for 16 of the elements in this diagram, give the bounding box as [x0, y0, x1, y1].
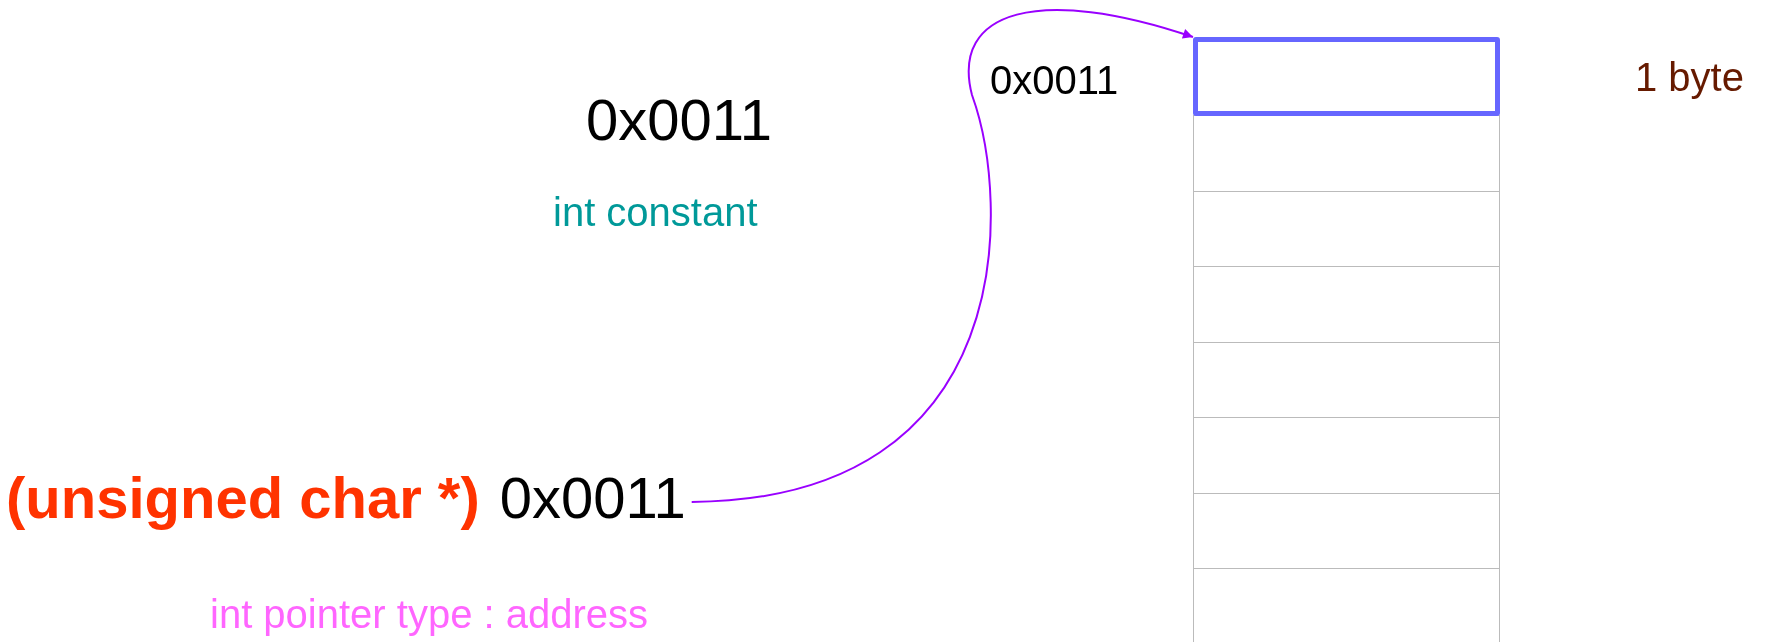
memory-cell	[1193, 342, 1500, 418]
type-note: int pointer type : address	[210, 592, 649, 636]
memory-cell	[1193, 568, 1500, 642]
type-cast: (unsigned char *)	[6, 465, 480, 530]
memory-cell	[1193, 493, 1500, 569]
curved-arrow	[690, 9, 1194, 503]
memory-cell	[1193, 417, 1500, 494]
highlighted-memory-cell	[1193, 37, 1500, 116]
memory-cell	[1193, 266, 1500, 343]
address-label: 0x0011	[990, 58, 1119, 102]
constant-value: 0x0011	[586, 88, 772, 152]
size-label: 1 byte	[1635, 55, 1744, 99]
memory-cell	[1193, 115, 1500, 192]
type-note: int constant	[553, 190, 758, 234]
address-value: 0x0011	[499, 465, 686, 530]
memory-cell	[1193, 191, 1500, 267]
